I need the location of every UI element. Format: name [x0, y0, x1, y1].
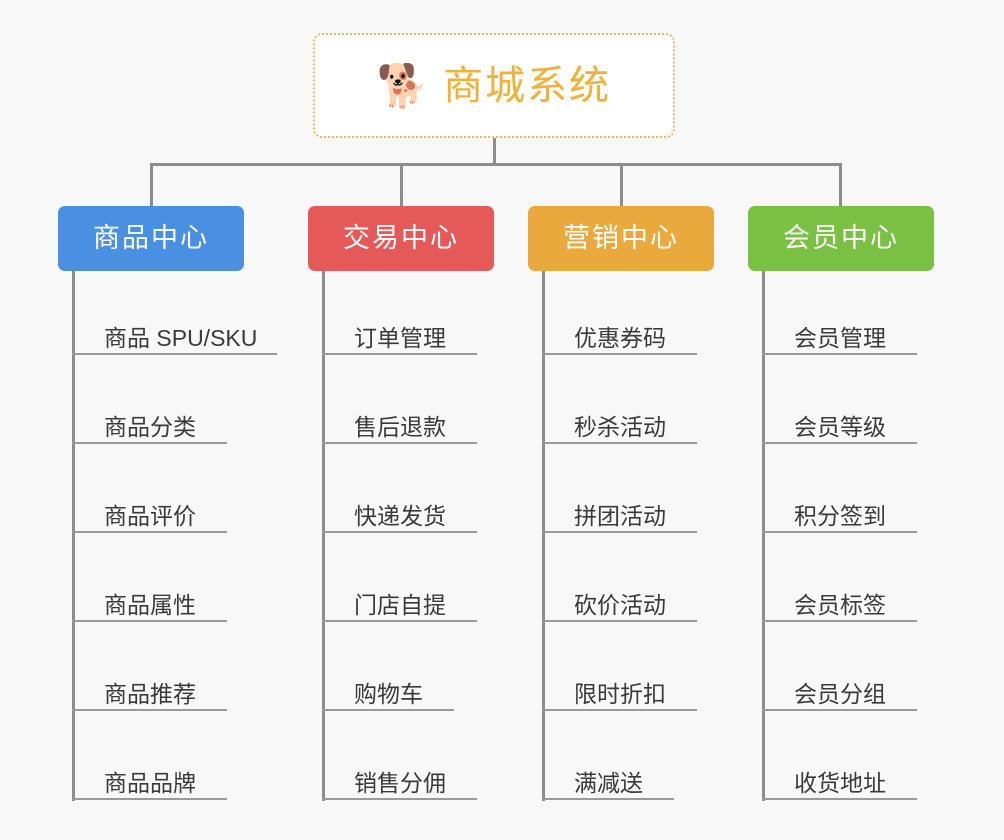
category-header-label: 商品中心 — [93, 223, 209, 253]
connector-root-stem — [493, 138, 496, 165]
leaf-item-label: 会员分组 — [794, 680, 886, 707]
leaf-item[interactable]: 商品分类 — [72, 398, 227, 444]
connector-drop-3 — [620, 163, 623, 208]
column-spine-3 — [542, 271, 545, 801]
column-spine-4 — [762, 271, 765, 801]
leaf-item[interactable]: 销售分佣 — [322, 754, 477, 800]
leaf-item[interactable]: 积分签到 — [762, 487, 917, 533]
leaf-item[interactable]: 秒杀活动 — [542, 398, 697, 444]
leaf-item[interactable]: 限时折扣 — [542, 665, 697, 711]
category-header-1[interactable]: 商品中心 — [58, 206, 244, 271]
category-header-2[interactable]: 交易中心 — [308, 206, 494, 271]
leaf-item[interactable]: 订单管理 — [322, 309, 477, 355]
leaf-item-label: 秒杀活动 — [574, 413, 666, 440]
leaf-item-label: 拼团活动 — [574, 502, 666, 529]
leaf-item[interactable]: 会员管理 — [762, 309, 917, 355]
leaf-item[interactable]: 购物车 — [322, 665, 454, 711]
leaf-item-label: 商品评价 — [104, 502, 196, 529]
column-spine-2 — [322, 271, 325, 801]
leaf-item[interactable]: 优惠券码 — [542, 309, 697, 355]
connector-drop-2 — [400, 163, 403, 208]
leaf-item-label: 会员等级 — [794, 413, 886, 440]
connector-horizontal-bus — [150, 163, 842, 166]
leaf-item-label: 优惠券码 — [574, 324, 666, 351]
leaf-item[interactable]: 商品品牌 — [72, 754, 227, 800]
root-node-title: 商城系统 — [443, 63, 612, 108]
root-node-mall-system[interactable]: 🐕 商城系统 — [313, 33, 675, 138]
leaf-item-label: 商品分类 — [104, 413, 196, 440]
leaf-item[interactable]: 满减送 — [542, 754, 674, 800]
category-header-3[interactable]: 营销中心 — [528, 206, 714, 271]
leaf-item-label: 订单管理 — [354, 324, 446, 351]
leaf-item-label: 会员管理 — [794, 324, 886, 351]
leaf-item-label: 售后退款 — [354, 413, 446, 440]
leaf-item-label: 购物车 — [354, 680, 423, 707]
leaf-item[interactable]: 商品属性 — [72, 576, 227, 622]
leaf-item-label: 收货地址 — [794, 769, 886, 796]
leaf-item-label: 限时折扣 — [574, 680, 666, 707]
shiba-dog-face-icon: 🐕 — [376, 61, 430, 109]
leaf-item[interactable]: 收货地址 — [762, 754, 917, 800]
leaf-item-label: 门店自提 — [354, 591, 446, 618]
leaf-item[interactable]: 门店自提 — [322, 576, 477, 622]
leaf-item[interactable]: 会员标签 — [762, 576, 917, 622]
leaf-item[interactable]: 商品 SPU/SKU — [72, 309, 277, 355]
leaf-item[interactable]: 拼团活动 — [542, 487, 697, 533]
column-spine-1 — [72, 271, 75, 801]
category-header-label: 会员中心 — [783, 223, 899, 253]
leaf-item-label: 积分签到 — [794, 502, 886, 529]
leaf-item-label: 满减送 — [574, 769, 643, 796]
category-header-label: 交易中心 — [343, 223, 459, 253]
category-header-4[interactable]: 会员中心 — [748, 206, 934, 271]
leaf-item-label: 商品 SPU/SKU — [104, 324, 258, 351]
leaf-item[interactable]: 售后退款 — [322, 398, 477, 444]
leaf-item[interactable]: 会员分组 — [762, 665, 917, 711]
leaf-item[interactable]: 商品评价 — [72, 487, 227, 533]
leaf-item[interactable]: 会员等级 — [762, 398, 917, 444]
leaf-item-label: 商品推荐 — [104, 680, 196, 707]
category-header-label: 营销中心 — [563, 223, 679, 253]
connector-drop-4 — [839, 163, 842, 208]
leaf-item-label: 砍价活动 — [574, 591, 666, 618]
leaf-item-label: 商品品牌 — [104, 769, 196, 796]
leaf-item[interactable]: 快递发货 — [322, 487, 477, 533]
leaf-item[interactable]: 商品推荐 — [72, 665, 227, 711]
leaf-item-label: 快递发货 — [354, 502, 446, 529]
leaf-item-label: 销售分佣 — [354, 769, 446, 796]
leaf-item-label: 会员标签 — [794, 591, 886, 618]
leaf-item-label: 商品属性 — [104, 591, 196, 618]
connector-drop-1 — [150, 163, 153, 208]
leaf-item[interactable]: 砍价活动 — [542, 576, 697, 622]
